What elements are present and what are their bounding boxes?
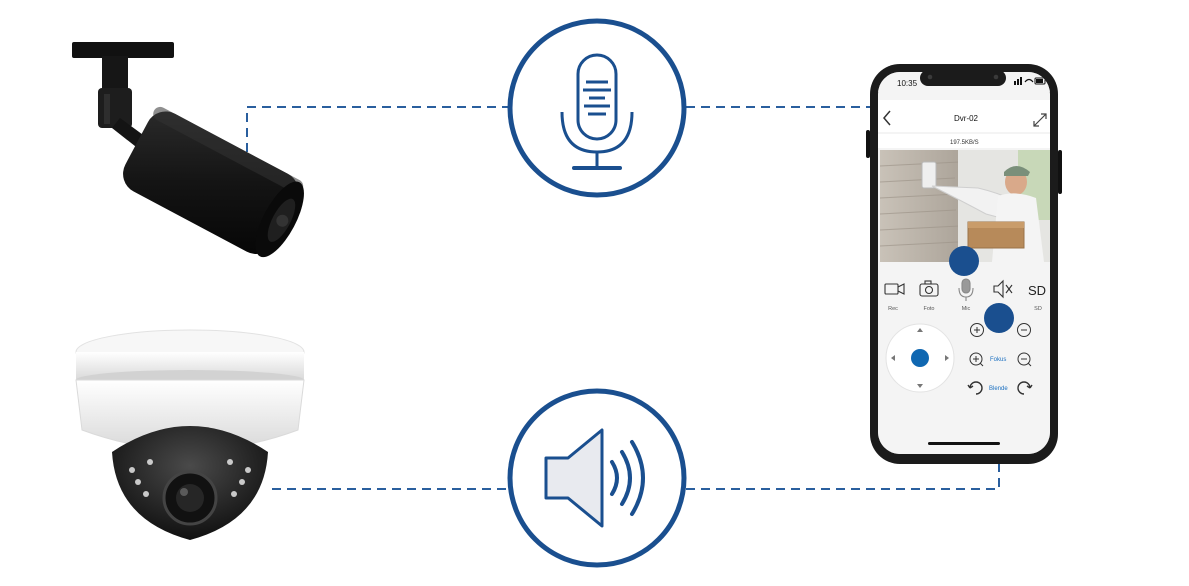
arrow-up-icon[interactable] [917,328,923,332]
video-camera-icon[interactable] [884,283,905,295]
connector-bullet-to-mic [246,106,508,182]
status-time: 10:35 [897,79,918,88]
arrow-down-icon[interactable] [917,384,923,388]
expand-icon[interactable] [1033,113,1047,127]
zoom-wide-icon[interactable] [970,323,984,337]
status-icons [1014,77,1046,85]
camera-icon[interactable] [919,280,939,297]
microphone-icon[interactable] [958,278,974,301]
device-title: Dvr-02 [954,114,979,123]
video-feed-image [879,150,1050,262]
focus-near-icon[interactable] [969,352,984,367]
focus-label: Fokus [990,357,1006,363]
action-label-sd: SD [1034,306,1042,312]
sd-card-icon[interactable]: SD [1028,283,1046,298]
notch [920,72,1006,86]
speaker-badge [507,388,687,568]
ptz-joystick[interactable] [885,323,955,393]
dome-camera-image [75,329,305,540]
mute-speaker-icon[interactable] [993,279,1013,299]
microphone-icon [560,53,634,170]
action-label-rec: Rec [888,306,898,312]
arrow-right-icon[interactable] [945,355,949,361]
zoom-tele-icon[interactable] [1017,323,1031,337]
joystick-knob[interactable] [911,349,929,367]
bitrate-readout: 197.5KB/S [950,140,979,146]
action-label-foto: Foto [923,306,934,312]
speaker-icon [544,428,645,528]
microphone-badge [507,18,687,198]
focus-far-icon[interactable] [1017,352,1032,367]
action-bar [884,278,1013,301]
iris-open-icon[interactable] [967,381,983,395]
speaker-highlight-dot [984,303,1014,333]
bullet-camera-image [72,42,304,258]
action-label-mic: Mic [962,306,971,312]
home-indicator [928,442,1000,445]
iris-label: Blende [989,386,1008,392]
back-chevron-icon[interactable] [883,110,891,126]
arrow-left-icon[interactable] [891,355,895,361]
mic-highlight-dot [949,246,979,276]
iris-close-icon[interactable] [1017,381,1033,395]
